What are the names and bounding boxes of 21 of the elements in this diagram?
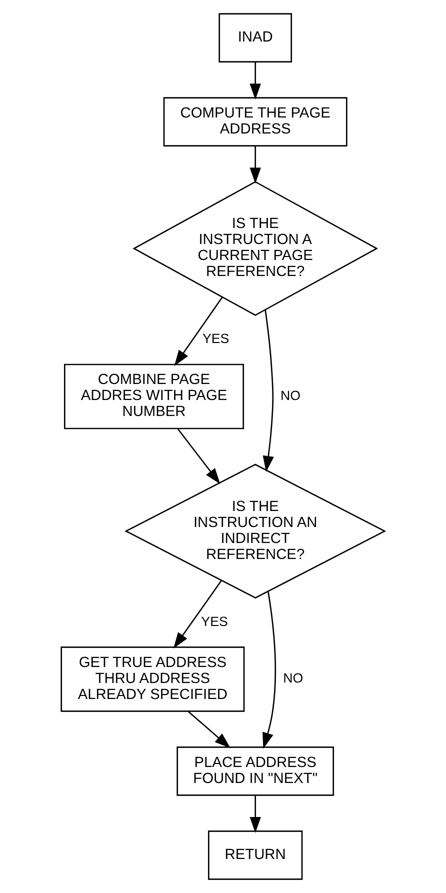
arrow xyxy=(177,428,220,484)
arrow xyxy=(250,62,261,100)
node-box: RETURN xyxy=(208,830,303,880)
arrow xyxy=(173,580,222,648)
edge-label: YES xyxy=(201,614,228,629)
arrow xyxy=(262,310,274,472)
node-box: COMBINE PAGE ADDRES WITH PAGE NUMBER xyxy=(64,364,244,430)
node-box: INAD xyxy=(218,13,292,62)
arrow xyxy=(188,710,231,748)
arrow xyxy=(262,591,276,749)
arrow xyxy=(250,146,261,184)
edge-label: NO xyxy=(280,388,301,403)
arrow xyxy=(174,297,223,366)
node-box: COMPUTE THE PAGE ADDRESS xyxy=(163,97,348,146)
node-diamond: IS THE INSTRUCTION AN INDIRECT REFERENCE? xyxy=(124,464,386,599)
arrow xyxy=(250,796,261,833)
edge-label: NO xyxy=(283,670,304,686)
node-box: GET TRUE ADDRESS THRU ADDRESS ALREADY SPECIFIED xyxy=(60,646,245,712)
node-diamond: IS THE INSTRUCTION A CURRENT PAGE REFERENCE? xyxy=(132,181,378,316)
node-box: PLACE ADDRESS FOUND IN "NEXT" xyxy=(176,746,334,796)
edge-label: YES xyxy=(202,331,230,346)
